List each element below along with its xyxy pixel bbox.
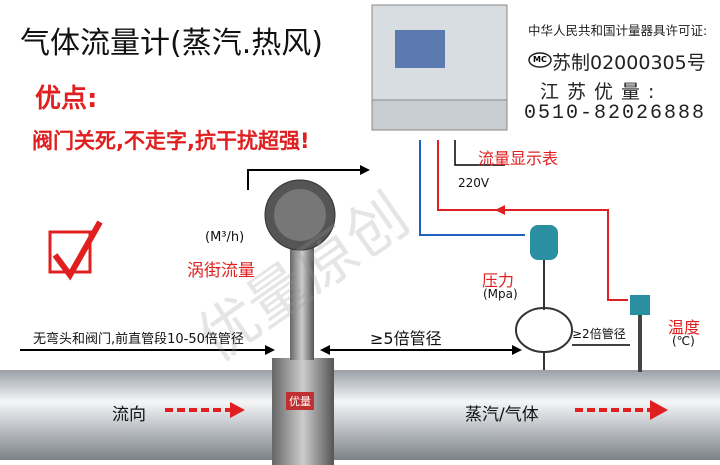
license-line: 中华人民共和国计量器具许可证: [528,23,708,38]
pipe [0,370,720,460]
flowmeter-label: 涡街流量 [187,261,255,281]
checkmark-icon [52,220,103,281]
pressure-transmitter [530,225,558,260]
temperature-label: 温度 [668,318,701,337]
upstream-note: 无弯头和阀门,前直管段10-50倍管径 [33,332,244,347]
flowmeter-unit: (M³/h) [205,230,245,245]
pressure-unit: (Mpa) [483,287,518,301]
phone-number: 0510-82026888 [524,102,707,125]
meter-plate: 优量 [286,392,314,410]
display-label: 流量显示表 [478,149,559,168]
mc-logo [528,52,552,68]
sensor-gap-note: ≥2倍管径 [572,327,626,341]
temperature-unit: (℃) [672,334,695,348]
advantages-text: 阀门关死,不走字,抗干扰超强! [32,129,310,153]
medium-label: 蒸汽/气体 [465,405,539,425]
mc-logo-text: MC [533,55,547,64]
company-name: 江苏优量: [540,81,663,103]
page-title: 气体流量计(蒸汽.热风) [20,26,323,61]
pressure-label: 压力 [482,271,515,290]
flowmeter-body [272,358,334,465]
flowmeter-stem [290,240,314,360]
power-label: 220V [458,176,490,190]
temperature-sensor [630,295,650,315]
flow-direction-label: 流向 [112,405,146,425]
pressure-loop [515,307,573,353]
advantages-heading: 优点: [35,84,98,114]
downstream-note: ≥5倍管径 [370,329,442,348]
license-number: 苏制02000305号 [552,52,706,74]
